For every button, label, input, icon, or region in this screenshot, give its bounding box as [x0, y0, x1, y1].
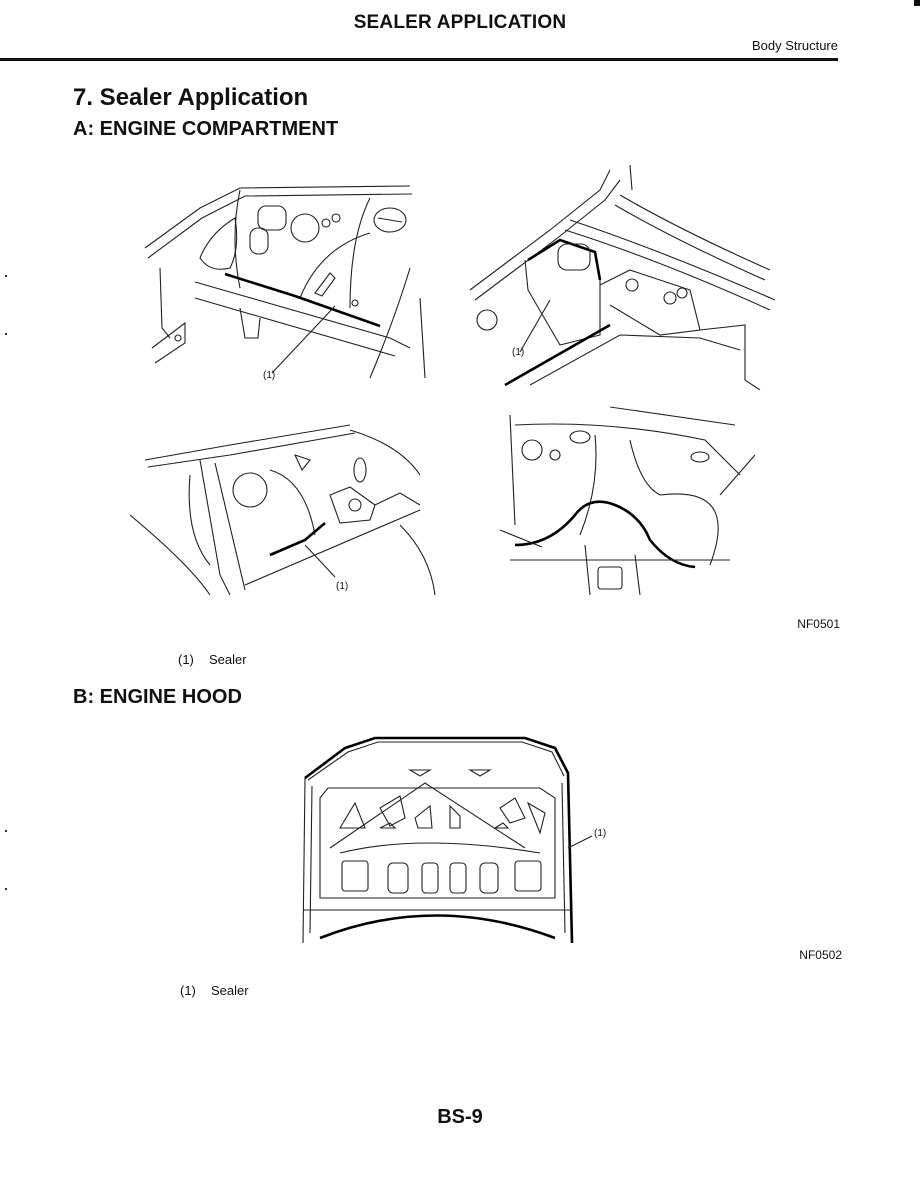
- scan-speck: [5, 888, 7, 890]
- figure-engine-compartment-bottom-left: (1): [130, 424, 436, 596]
- page-header-subtitle: Body Structure: [752, 38, 838, 53]
- scan-speck: [5, 275, 7, 277]
- figure-engine-compartment-bottom-right: (1): [490, 406, 756, 596]
- figure-engine-compartment-top-left: (1): [144, 185, 426, 381]
- figure-code-b: NF0502: [799, 948, 842, 962]
- svg-text:(1): (1): [263, 370, 275, 381]
- figure-engine-hood: (1): [302, 736, 606, 944]
- svg-text:(1): (1): [512, 347, 524, 358]
- subsection-b-title: B: ENGINE HOOD: [73, 686, 242, 708]
- page-number: BS-9: [437, 1106, 483, 1128]
- svg-text:(1): (1): [594, 828, 606, 839]
- legend-b: (1) Sealer: [180, 983, 249, 998]
- subsection-a-title: A: ENGINE COMPARTMENT: [73, 118, 339, 140]
- scan-speck: [5, 830, 7, 832]
- legend-a-number: (1): [178, 652, 194, 667]
- legend-b-number: (1): [180, 983, 196, 998]
- legend-b-label: Sealer: [211, 983, 249, 998]
- legend-a: (1) Sealer: [178, 652, 247, 667]
- figure-engine-compartment-top-right: (1): [469, 164, 776, 390]
- page-header-title: SEALER APPLICATION: [353, 12, 567, 33]
- svg-text:(1): (1): [336, 581, 348, 592]
- figure-code-a: NF0501: [797, 617, 840, 631]
- scan-speck: [5, 333, 7, 335]
- section-title: 7. Sealer Application: [73, 84, 309, 111]
- header-rule: [0, 58, 838, 61]
- legend-a-label: Sealer: [209, 652, 247, 667]
- scan-corner-mark: [914, 0, 920, 6]
